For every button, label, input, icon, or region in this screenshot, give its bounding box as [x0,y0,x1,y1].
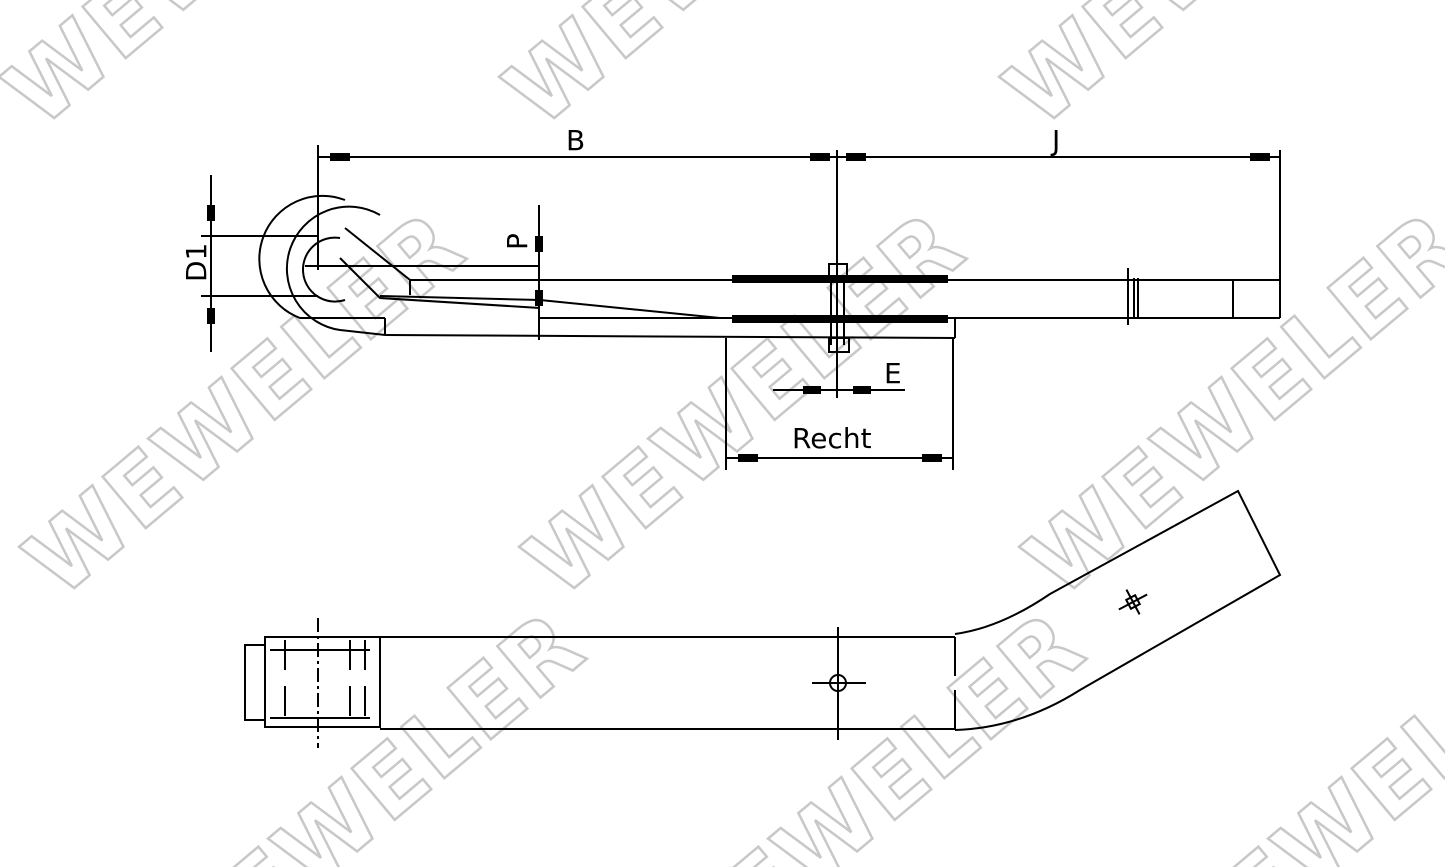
dimension-label-d1: D1 [180,243,213,282]
dimension-label-p: P [501,233,534,250]
eye-outer-coil [285,205,386,336]
watermark: WEWELER [1005,191,1445,617]
watermark: WEWELER [505,191,984,617]
dimension-label-j: J [1050,124,1060,157]
dimension-label-recht: Recht [792,422,872,455]
watermark: WEWELER [485,0,964,147]
top-view [244,489,1282,748]
bent-end-top [954,489,1282,731]
side-view: B J D1 P E Recht [180,124,1281,470]
watermark: WEWELER [5,191,484,617]
eye-bushing [264,636,381,728]
eye-mid-coil [258,194,385,319]
dimension-label-e: E [884,357,902,390]
bent-end-center-mark [1118,589,1148,615]
center-bolt-head [828,263,848,281]
eye-bushing-outer [244,644,266,721]
center-hole [829,674,847,692]
eye-wrap-lower [339,257,541,309]
eye-inner-coil [301,236,346,303]
watermark: WEWELER [1125,591,1445,867]
watermark: WEWELER [0,0,464,147]
dimension-label-b: B [566,124,585,157]
